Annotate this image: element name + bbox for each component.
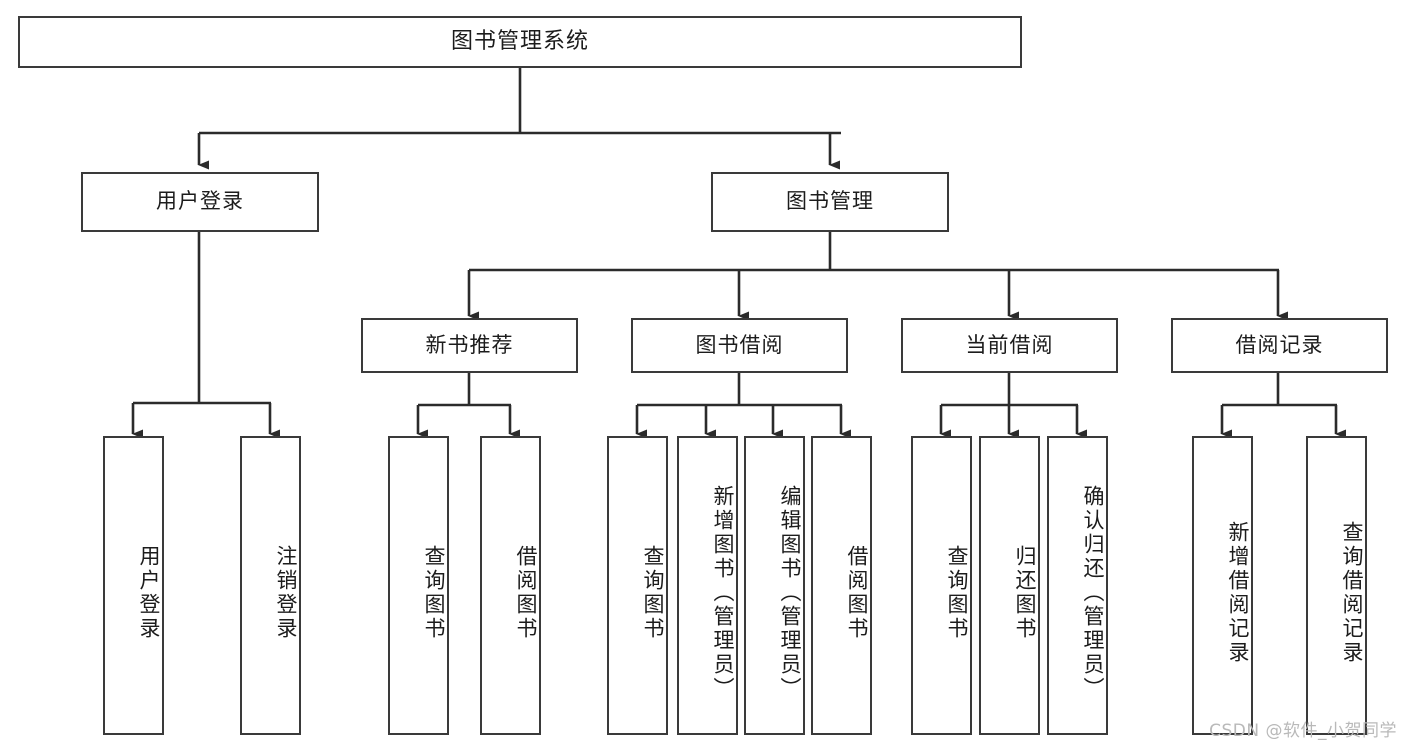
node-label: 借阅图书	[514, 544, 538, 641]
node-label: 新增图书（管理员）	[711, 484, 735, 701]
node-label: 借阅记录	[1235, 332, 1324, 357]
node-label: 用户登录	[137, 544, 161, 641]
leaf-user-login[interactable]: 用户登录	[103, 436, 164, 735]
leaf-confirm-return-admin[interactable]: 确认归还（管理员）	[1047, 436, 1108, 735]
leaf-edit-book-admin[interactable]: 编辑图书（管理员）	[744, 436, 805, 735]
node-label: 借阅图书	[845, 544, 869, 641]
node-borrow-record[interactable]: 借阅记录	[1171, 318, 1388, 373]
node-user-login[interactable]: 用户登录	[81, 172, 319, 232]
node-book-manage[interactable]: 图书管理	[711, 172, 949, 232]
node-label: 确认归还（管理员）	[1081, 484, 1105, 701]
leaf-query-book-borrow[interactable]: 查询图书	[607, 436, 668, 735]
leaf-add-borrow-record[interactable]: 新增借阅记录	[1192, 436, 1253, 735]
leaf-query-borrow-record[interactable]: 查询借阅记录	[1306, 436, 1367, 735]
leaf-return-book[interactable]: 归还图书	[979, 436, 1040, 735]
node-label: 图书管理	[786, 189, 874, 214]
node-current-borrow[interactable]: 当前借阅	[901, 318, 1118, 373]
node-label: 用户登录	[156, 189, 244, 214]
leaf-add-book-admin[interactable]: 新增图书（管理员）	[677, 436, 738, 735]
node-label: 新书推荐	[425, 332, 514, 357]
node-label: 当前借阅	[965, 332, 1054, 357]
node-root-system[interactable]: 图书管理系统	[18, 16, 1022, 68]
node-label: 查询图书	[641, 544, 665, 641]
csdn-watermark: CSDN @软件_小贺同学	[1209, 721, 1397, 741]
node-label: 新增借阅记录	[1226, 520, 1250, 665]
node-label: 查询图书	[422, 544, 446, 641]
node-label: 图书借阅	[695, 332, 784, 357]
node-label: 查询图书	[945, 544, 969, 641]
leaf-query-book-recommend[interactable]: 查询图书	[388, 436, 449, 735]
leaf-query-book-current[interactable]: 查询图书	[911, 436, 972, 735]
node-new-book-recommend[interactable]: 新书推荐	[361, 318, 578, 373]
node-label: 图书管理系统	[450, 28, 589, 54]
leaf-borrow-book-borrow[interactable]: 借阅图书	[811, 436, 872, 735]
node-book-borrow[interactable]: 图书借阅	[631, 318, 848, 373]
node-label: 归还图书	[1013, 544, 1037, 641]
leaf-logout[interactable]: 注销登录	[240, 436, 301, 735]
leaf-borrow-book-recommend[interactable]: 借阅图书	[480, 436, 541, 735]
node-label: 查询借阅记录	[1340, 520, 1364, 665]
node-label: 编辑图书（管理员）	[778, 484, 802, 701]
node-label: 注销登录	[274, 544, 298, 641]
